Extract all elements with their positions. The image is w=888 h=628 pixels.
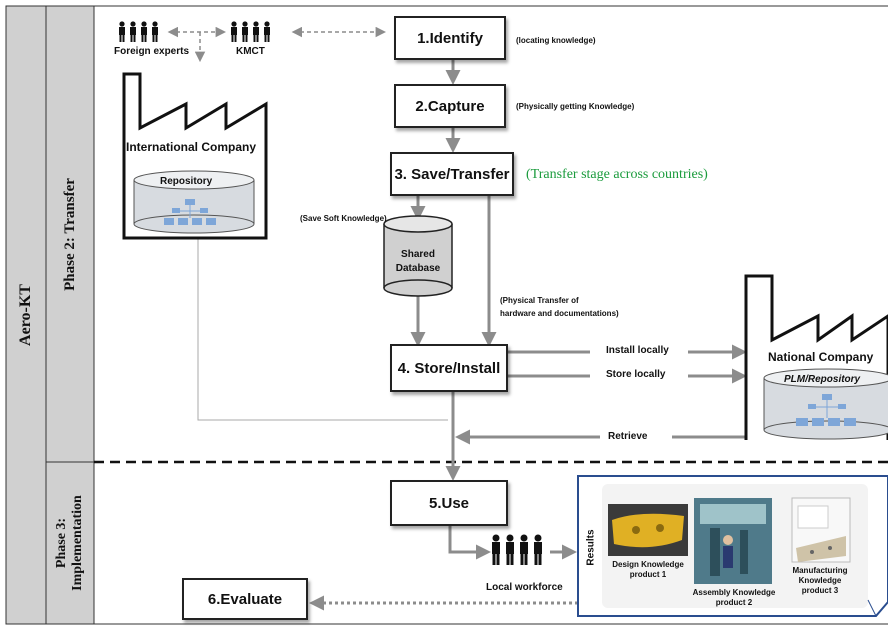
note-capture: (Physically getting Knowledge) (516, 102, 635, 111)
shared-db-line2: Database (395, 263, 441, 274)
result-product-3: Manufacturing Knowledge product 3 (772, 566, 868, 596)
note-physical-2: hardware and documentations) (500, 309, 619, 318)
store-locally-label: Store locally (606, 369, 666, 380)
step-save-transfer[interactable]: 3. Save/Transfer (390, 152, 514, 196)
step-store-install[interactable]: 4. Store/Install (390, 344, 508, 392)
note-save-transfer: (Transfer stage across countries) (526, 167, 708, 182)
people-icons-kmct (231, 21, 270, 42)
results-title: Results (585, 528, 597, 566)
arrow-use-workforce (448, 526, 491, 560)
people-icons-local-workforce (492, 534, 542, 565)
side-column-phase2 (45, 5, 95, 463)
link-international-repo (197, 238, 448, 421)
step-capture[interactable]: 2.Capture (394, 84, 506, 128)
national-repository-cylinder (763, 368, 888, 440)
results-title-wrap: Results (580, 486, 602, 608)
foreign-experts-label: Foreign experts (114, 46, 190, 57)
design-product-image (608, 504, 688, 556)
result-product-1-line2: product 1 (629, 570, 667, 579)
international-repository-label: Repository (160, 176, 213, 187)
result-product-1-line1: Design Knowledge (612, 560, 684, 569)
result-product-1: Design Knowledge product 1 (604, 560, 692, 580)
international-company-title: International Company (126, 140, 257, 154)
kmct-label: KMCT (236, 46, 265, 57)
result-product-3-line2: product 3 (801, 586, 839, 595)
note-identify: (locating knowledge) (516, 36, 596, 45)
side-label-project: Aero-KT (6, 6, 46, 624)
step-identify-label: 1.Identify (417, 29, 483, 47)
retrieve-label: Retrieve (608, 431, 648, 442)
note-physical-1: (Physical Transfer of (500, 296, 579, 305)
shared-db-label: Shared Database (384, 248, 452, 276)
phase3-label-line2: Implementation (70, 495, 86, 591)
side-column-phase3 (45, 461, 95, 625)
national-repository-label: PLM/Repository (784, 374, 861, 385)
side-column-outer (5, 5, 47, 625)
step-store-install-label: 4. Store/Install (397, 359, 501, 377)
step-evaluate[interactable]: 6.Evaluate (182, 578, 308, 620)
step-use[interactable]: 5.Use (390, 480, 508, 526)
step-evaluate-label: 6.Evaluate (207, 590, 283, 608)
result-product-2-line2: product 2 (715, 598, 753, 607)
people-icons-foreign (119, 21, 158, 42)
national-company-title: National Company (768, 350, 874, 364)
result-product-2-line1: Assembly Knowledge (692, 588, 776, 597)
assembly-product-image (694, 498, 772, 584)
shared-db-line1: Shared (401, 249, 435, 260)
step-use-label: 5.Use (428, 494, 470, 512)
local-workforce-label: Local workforce (486, 582, 563, 593)
install-locally-label: Install locally (606, 345, 669, 356)
phase2-label: Phase 2: Transfer (61, 177, 78, 291)
project-label: Aero-KT (17, 284, 35, 346)
step-identify[interactable]: 1.Identify (394, 16, 506, 60)
international-repository-cylinder (133, 170, 255, 234)
phase3-label-line1: Phase 3: (54, 517, 70, 569)
step-capture-label: 2.Capture (415, 97, 485, 115)
step-save-transfer-label: 3. Save/Transfer (394, 165, 510, 183)
result-product-3-line1: Manufacturing Knowledge (792, 566, 848, 585)
note-save-soft: (Save Soft Knowledge) (300, 214, 387, 223)
shared-database-cylinder (383, 215, 453, 297)
manufacturing-product-image (791, 497, 851, 563)
result-product-2: Assembly Knowledge product 2 (688, 588, 780, 608)
side-label-phase3: Phase 3: Implementation (46, 462, 94, 624)
side-label-phase2: Phase 2: Transfer (46, 6, 94, 462)
